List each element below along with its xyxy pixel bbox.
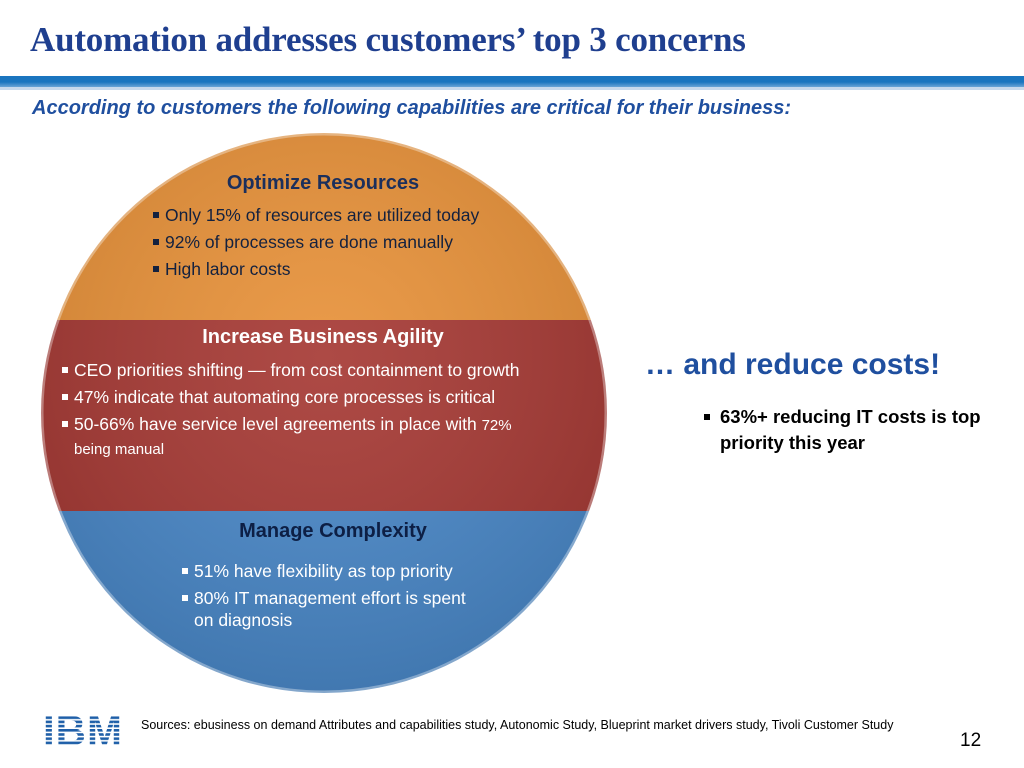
list-item: 47% indicate that automating core proces… — [62, 386, 602, 408]
title-divider-underline — [0, 87, 1024, 90]
ibm-logo: IBM — [33, 708, 133, 750]
list-item: Only 15% of resources are utilized today — [153, 204, 495, 226]
optimize-resources-heading: Optimize Resources — [226, 172, 420, 194]
bullet-marker — [704, 414, 710, 420]
list-item: High labor costs — [153, 258, 513, 280]
optimize-resources-list: Only 15% of resources are utilized today… — [153, 204, 513, 285]
slide-title: Automation addresses customers’ top 3 co… — [30, 20, 746, 59]
list-item: 92% of processes are done manually — [153, 231, 513, 253]
reduce-costs-heading: … and reduce costs! — [645, 348, 941, 381]
sources-footnote: Sources: ebusiness on demand Attributes … — [141, 718, 894, 732]
slide-subtitle: According to customers the following cap… — [32, 97, 792, 119]
manage-complexity-list: 51% have flexibility as top priority 80%… — [182, 560, 522, 636]
list-item: 50-66% have service level agreements in … — [62, 413, 524, 461]
list-item: 80% IT management effort is spent on dia… — [182, 587, 484, 631]
concerns-circle: Optimize Resources Only 15% of resources… — [34, 130, 614, 696]
business-agility-heading: Increase Business Agility — [202, 326, 444, 348]
reduce-costs-bullet: 63%+ reducing IT costs is top priority t… — [704, 404, 984, 456]
manage-complexity-heading: Manage Complexity — [239, 520, 427, 542]
business-agility-list: CEO priorities shifting — from cost cont… — [62, 359, 602, 466]
list-item: CEO priorities shifting — from cost cont… — [62, 359, 524, 381]
list-item: 51% have flexibility as top priority — [182, 560, 522, 582]
title-divider-bar — [0, 76, 1024, 87]
circle-graphic — [40, 132, 608, 694]
page-number: 12 — [960, 730, 982, 751]
